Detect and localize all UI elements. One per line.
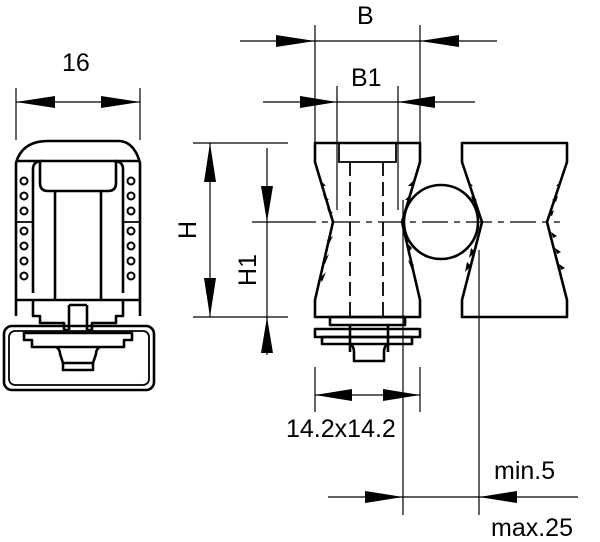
dimension-16: 16 — [15, 49, 141, 140]
arrow-icon — [261, 317, 273, 353]
end-view-base — [2, 324, 156, 392]
dimension-label-H1: H1 — [234, 254, 262, 286]
counterpart-clamp — [460, 141, 569, 319]
arrow-icon — [204, 143, 216, 182]
dimension-label-B1: B1 — [351, 64, 382, 92]
dimension-H: H — [174, 142, 288, 318]
dimension-label-16: 16 — [62, 49, 90, 77]
dimension-B: B — [240, 2, 497, 143]
arrow-icon — [204, 278, 216, 317]
dimension-label-B: B — [357, 2, 374, 30]
arrow-icon — [420, 35, 459, 47]
dimension-label-square: 14.2x14.2 — [286, 415, 396, 443]
arrow-icon — [261, 186, 273, 222]
arrow-icon — [276, 35, 315, 47]
end-view: 16 — [2, 49, 156, 392]
serration-teeth — [320, 180, 414, 282]
front-view-clamp — [313, 141, 422, 363]
serration-teeth — [465, 180, 565, 272]
dimension-H1: H1 — [234, 148, 290, 355]
dimension-gap: min.5 max.25 — [328, 200, 578, 542]
arrow-icon — [315, 389, 352, 401]
end-view-body — [14, 139, 142, 293]
arrow-icon — [479, 491, 517, 503]
arrow-icon — [383, 389, 420, 401]
serration-holes — [19, 176, 136, 281]
arrow-icon — [300, 96, 337, 108]
dimension-label-max: max.25 — [491, 514, 573, 542]
arrow-icon — [365, 491, 403, 503]
dimension-label-min: min.5 — [494, 457, 555, 485]
dimension-label-H: H — [174, 221, 202, 239]
arrow-icon — [398, 96, 435, 108]
arrow-icon — [101, 96, 140, 108]
arrow-icon — [16, 96, 55, 108]
dimension-square: 14.2x14.2 — [286, 367, 421, 443]
dimension-B1: B1 — [263, 64, 475, 210]
pipe-cross-section — [290, 183, 560, 261]
